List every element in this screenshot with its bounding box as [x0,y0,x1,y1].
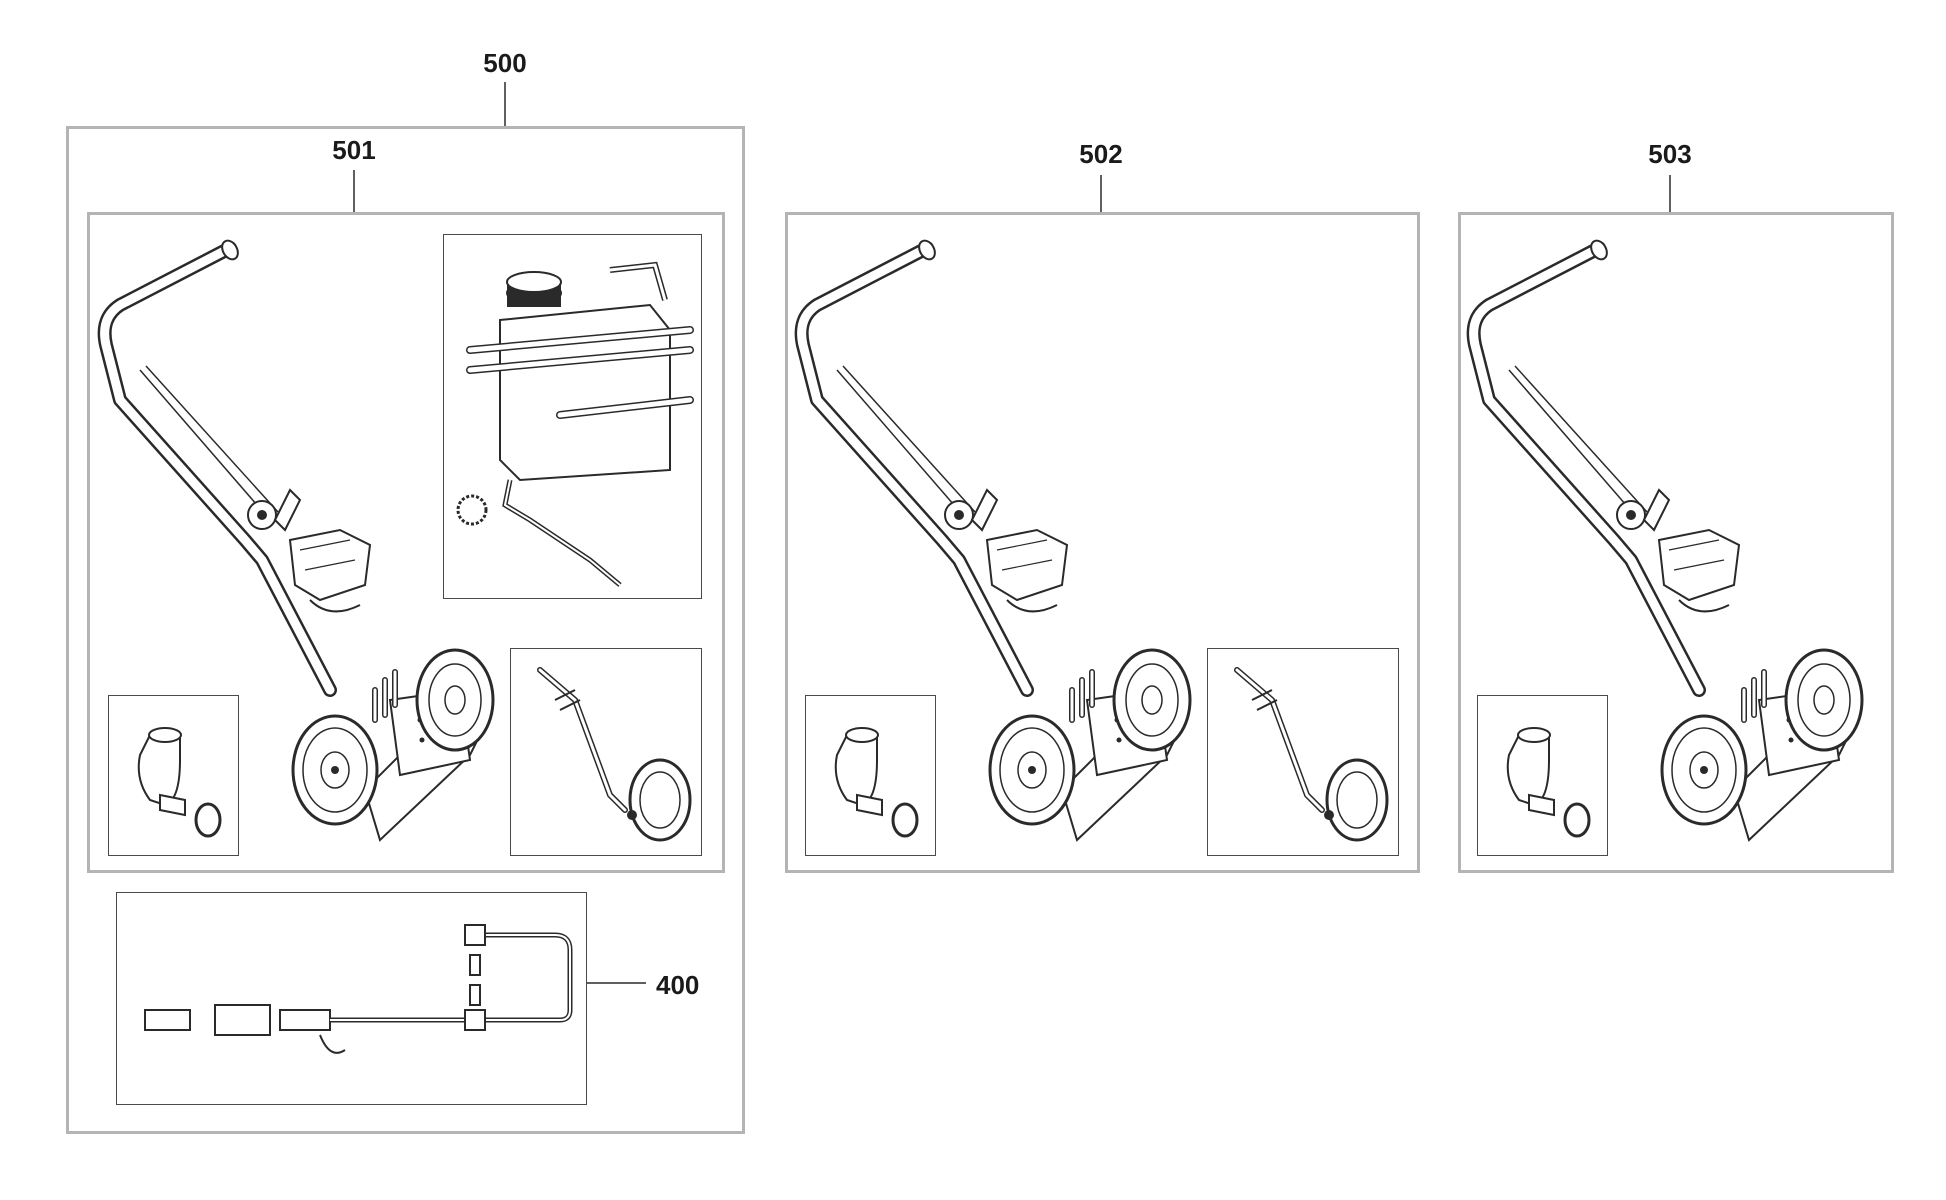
kit-502-frame [785,212,1420,873]
kit-500-frame [66,126,745,1134]
label-502: 502 [1079,139,1123,169]
wheel-kit-icon [540,670,690,840]
hose-assembly-icon [144,924,573,1054]
label-500: 500 [483,48,527,78]
water-tank-icon [456,261,694,587]
kit-503-frame [1458,212,1894,873]
label-503: 503 [1648,139,1692,169]
elbow-fitting-icon [137,726,222,838]
kit-501-frame [87,212,725,873]
label-501: 501 [332,135,376,165]
label-400: 400 [656,970,700,1000]
hose-inset-400 [116,892,587,1105]
